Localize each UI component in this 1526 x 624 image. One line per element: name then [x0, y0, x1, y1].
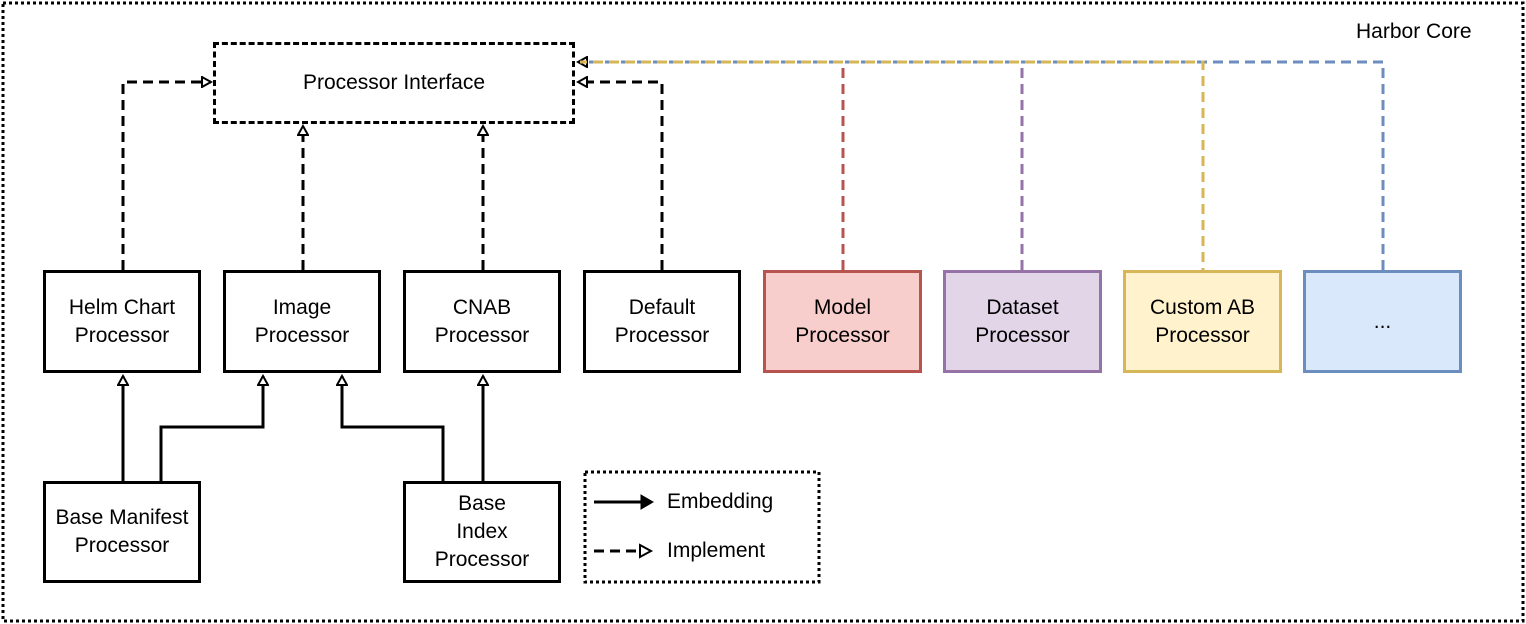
legend-box	[583, 470, 821, 584]
helm-implement-line	[121, 82, 211, 270]
base-index-processor: Base Index Processor	[403, 481, 561, 583]
image-processor: Image Processor	[223, 270, 381, 373]
cnab-processor: CNAB Processor	[403, 270, 561, 373]
base-manifest-processor: Base Manifest Processor	[43, 481, 201, 583]
default-implement-line	[578, 82, 664, 270]
custom-ab-implement-line	[580, 60, 1205, 270]
harbor-core-title: Harbor Core	[1356, 20, 1472, 43]
model-processor: Model Processor	[763, 270, 922, 373]
manifest-to-image-line	[159, 376, 263, 481]
index-to-image-line	[342, 376, 445, 481]
legend-embedding-arrowhead	[640, 494, 654, 510]
more-implement-line	[578, 62, 1385, 270]
legend-implement-arrowhead	[639, 543, 654, 559]
default-processor: Default Processor	[583, 270, 741, 373]
processor-interface: Processor Interface	[213, 42, 575, 124]
custom-ab-processor: Custom AB Processor	[1123, 270, 1282, 373]
legend-embedding-label: Embedding	[667, 490, 774, 513]
dataset-processor: Dataset Processor	[943, 270, 1102, 373]
legend-implement-label: Implement	[667, 539, 766, 562]
helm-chart-processor: Helm Chart Processor	[43, 270, 201, 373]
more-processors-placeholder: ...	[1303, 270, 1462, 373]
